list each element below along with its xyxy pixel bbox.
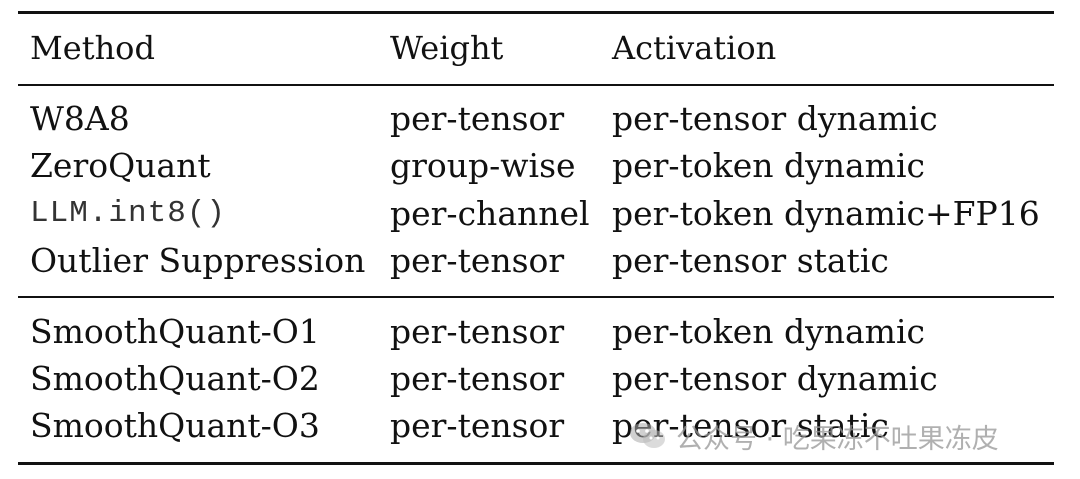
- row-method: Outlier Suppression: [30, 241, 366, 280]
- wechat-icon: [628, 421, 668, 451]
- row-weight: per-tensor: [390, 406, 565, 445]
- row-weight: per-tensor: [390, 359, 565, 398]
- header-activation: Activation: [612, 29, 777, 67]
- row-method: ZeroQuant: [30, 146, 211, 185]
- row-method: SmoothQuant-O2: [30, 359, 320, 398]
- group-divider-rule: [18, 296, 1054, 298]
- row-activation: per-tensor dynamic: [612, 99, 938, 138]
- row-weight: group-wise: [390, 146, 576, 185]
- row-method: SmoothQuant-O3: [30, 406, 320, 445]
- row-activation: per-tensor dynamic: [612, 359, 938, 398]
- header-method: Method: [30, 29, 155, 67]
- row-weight: per-channel: [390, 194, 590, 233]
- table-top-rule: [18, 11, 1054, 14]
- row-method: W8A8: [30, 99, 130, 138]
- watermark-text: 公众号 · 吃果冻不吐果冻皮: [676, 423, 999, 455]
- row-weight: per-tensor: [390, 99, 565, 138]
- row-method: SmoothQuant-O1: [30, 312, 320, 351]
- table-bottom-rule: [18, 462, 1054, 465]
- row-method: LLM.int8(): [30, 196, 227, 231]
- watermark: 公众号 · 吃果冻不吐果冻皮: [628, 416, 999, 456]
- row-activation: per-token dynamic: [612, 146, 926, 185]
- row-activation: per-tensor static: [612, 241, 889, 280]
- header-divider-rule: [18, 84, 1054, 86]
- header-weight: Weight: [390, 29, 504, 67]
- row-weight: per-tensor: [390, 241, 565, 280]
- row-weight: per-tensor: [390, 312, 565, 351]
- row-activation: per-token dynamic+FP16: [612, 194, 1040, 233]
- row-activation: per-token dynamic: [612, 312, 926, 351]
